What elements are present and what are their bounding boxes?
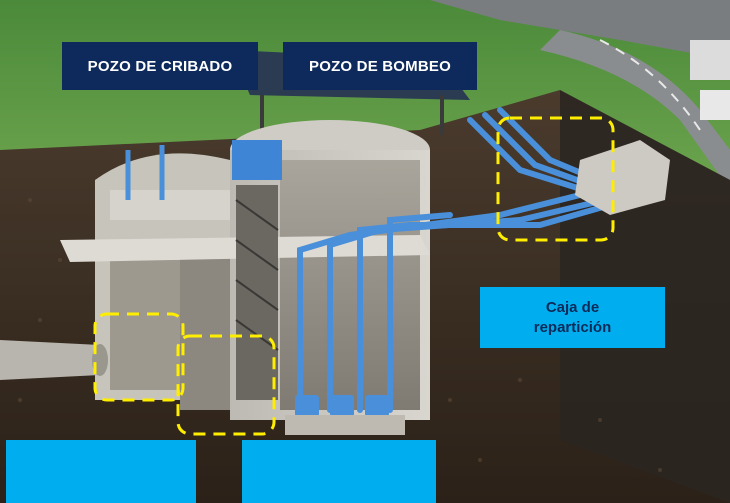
pump-floor — [285, 415, 405, 435]
label-pozo-de-bombeo-text: POZO DE BOMBEO — [309, 57, 451, 75]
inlet-pipe — [0, 340, 100, 380]
label-pozo-de-cribado-text: POZO DE CRIBADO — [87, 57, 233, 75]
soil-texture — [18, 198, 662, 472]
blank-label-box-left — [6, 440, 196, 503]
screening-pipes — [125, 145, 165, 200]
cribado-chamber-highlight-1 — [93, 312, 185, 402]
road — [430, 0, 730, 60]
label-caja-de-reparticion: Caja de repartición — [480, 287, 665, 348]
cribado-chamber-highlight-2 — [176, 334, 276, 436]
pumping-pipes — [297, 107, 613, 413]
stair-tower — [232, 140, 282, 180]
well-interior — [280, 160, 420, 410]
label-caja-line1: Caja de — [545, 298, 600, 316]
pumps — [295, 395, 389, 417]
blank-label-box-center — [242, 440, 436, 503]
label-caja-line2: repartición — [533, 318, 612, 336]
label-pozo-de-bombeo: POZO DE BOMBEO — [283, 42, 477, 90]
caja-de-reparticion-highlight — [496, 116, 615, 242]
building — [690, 40, 730, 80]
label-pozo-de-cribado: POZO DE CRIBADO — [62, 42, 258, 90]
distribution-box — [575, 140, 670, 215]
